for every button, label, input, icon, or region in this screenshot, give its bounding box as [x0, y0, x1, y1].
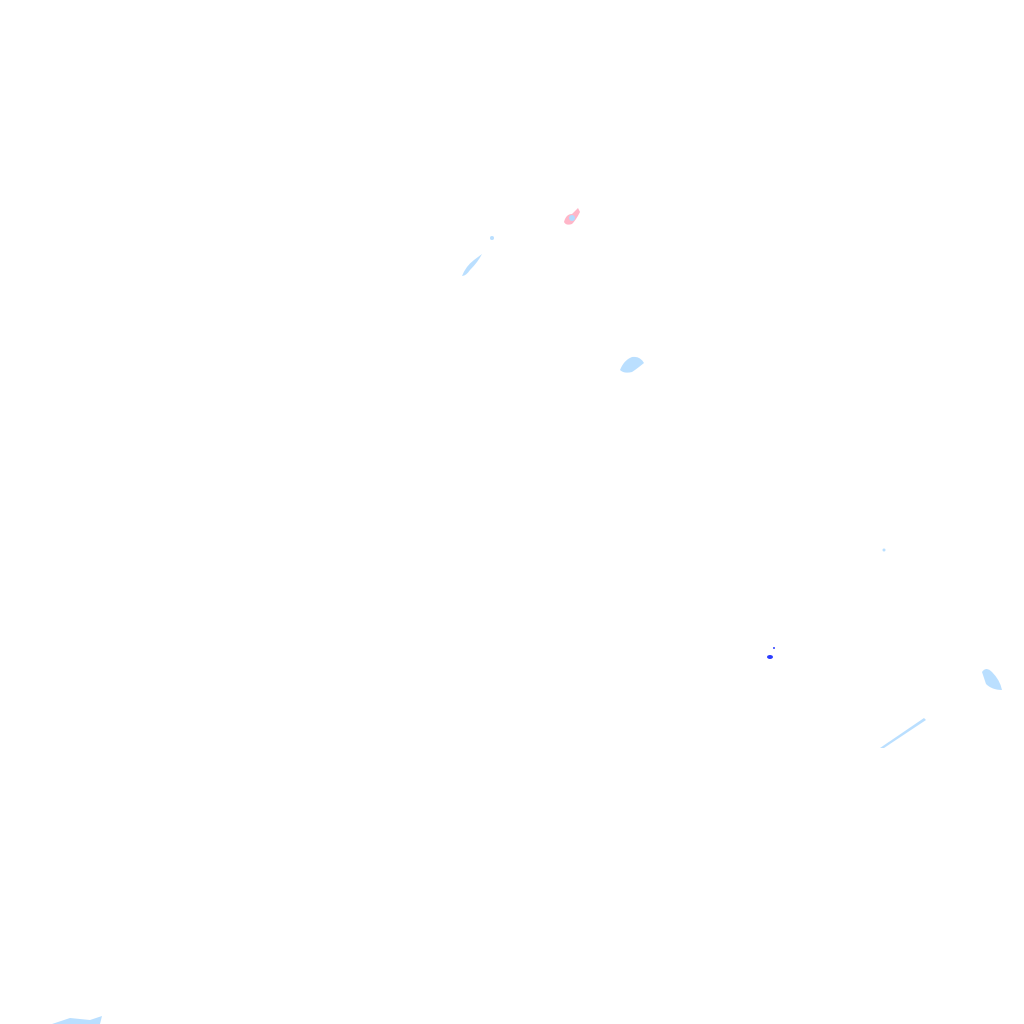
precip-cell [52, 1016, 102, 1024]
precip-cell [982, 669, 1002, 690]
precip-cell [773, 647, 775, 649]
precip-cell [767, 655, 773, 659]
precip-cell [490, 236, 494, 240]
precip-cell [569, 215, 575, 221]
precip-cell-light [52, 236, 1002, 1024]
precip-cell [462, 254, 482, 276]
precip-cell [882, 548, 886, 552]
precip-cell-heavy [767, 647, 775, 659]
precip-cell-mixed [564, 208, 580, 225]
precip-cell [880, 718, 926, 748]
precip-cell [620, 356, 644, 373]
